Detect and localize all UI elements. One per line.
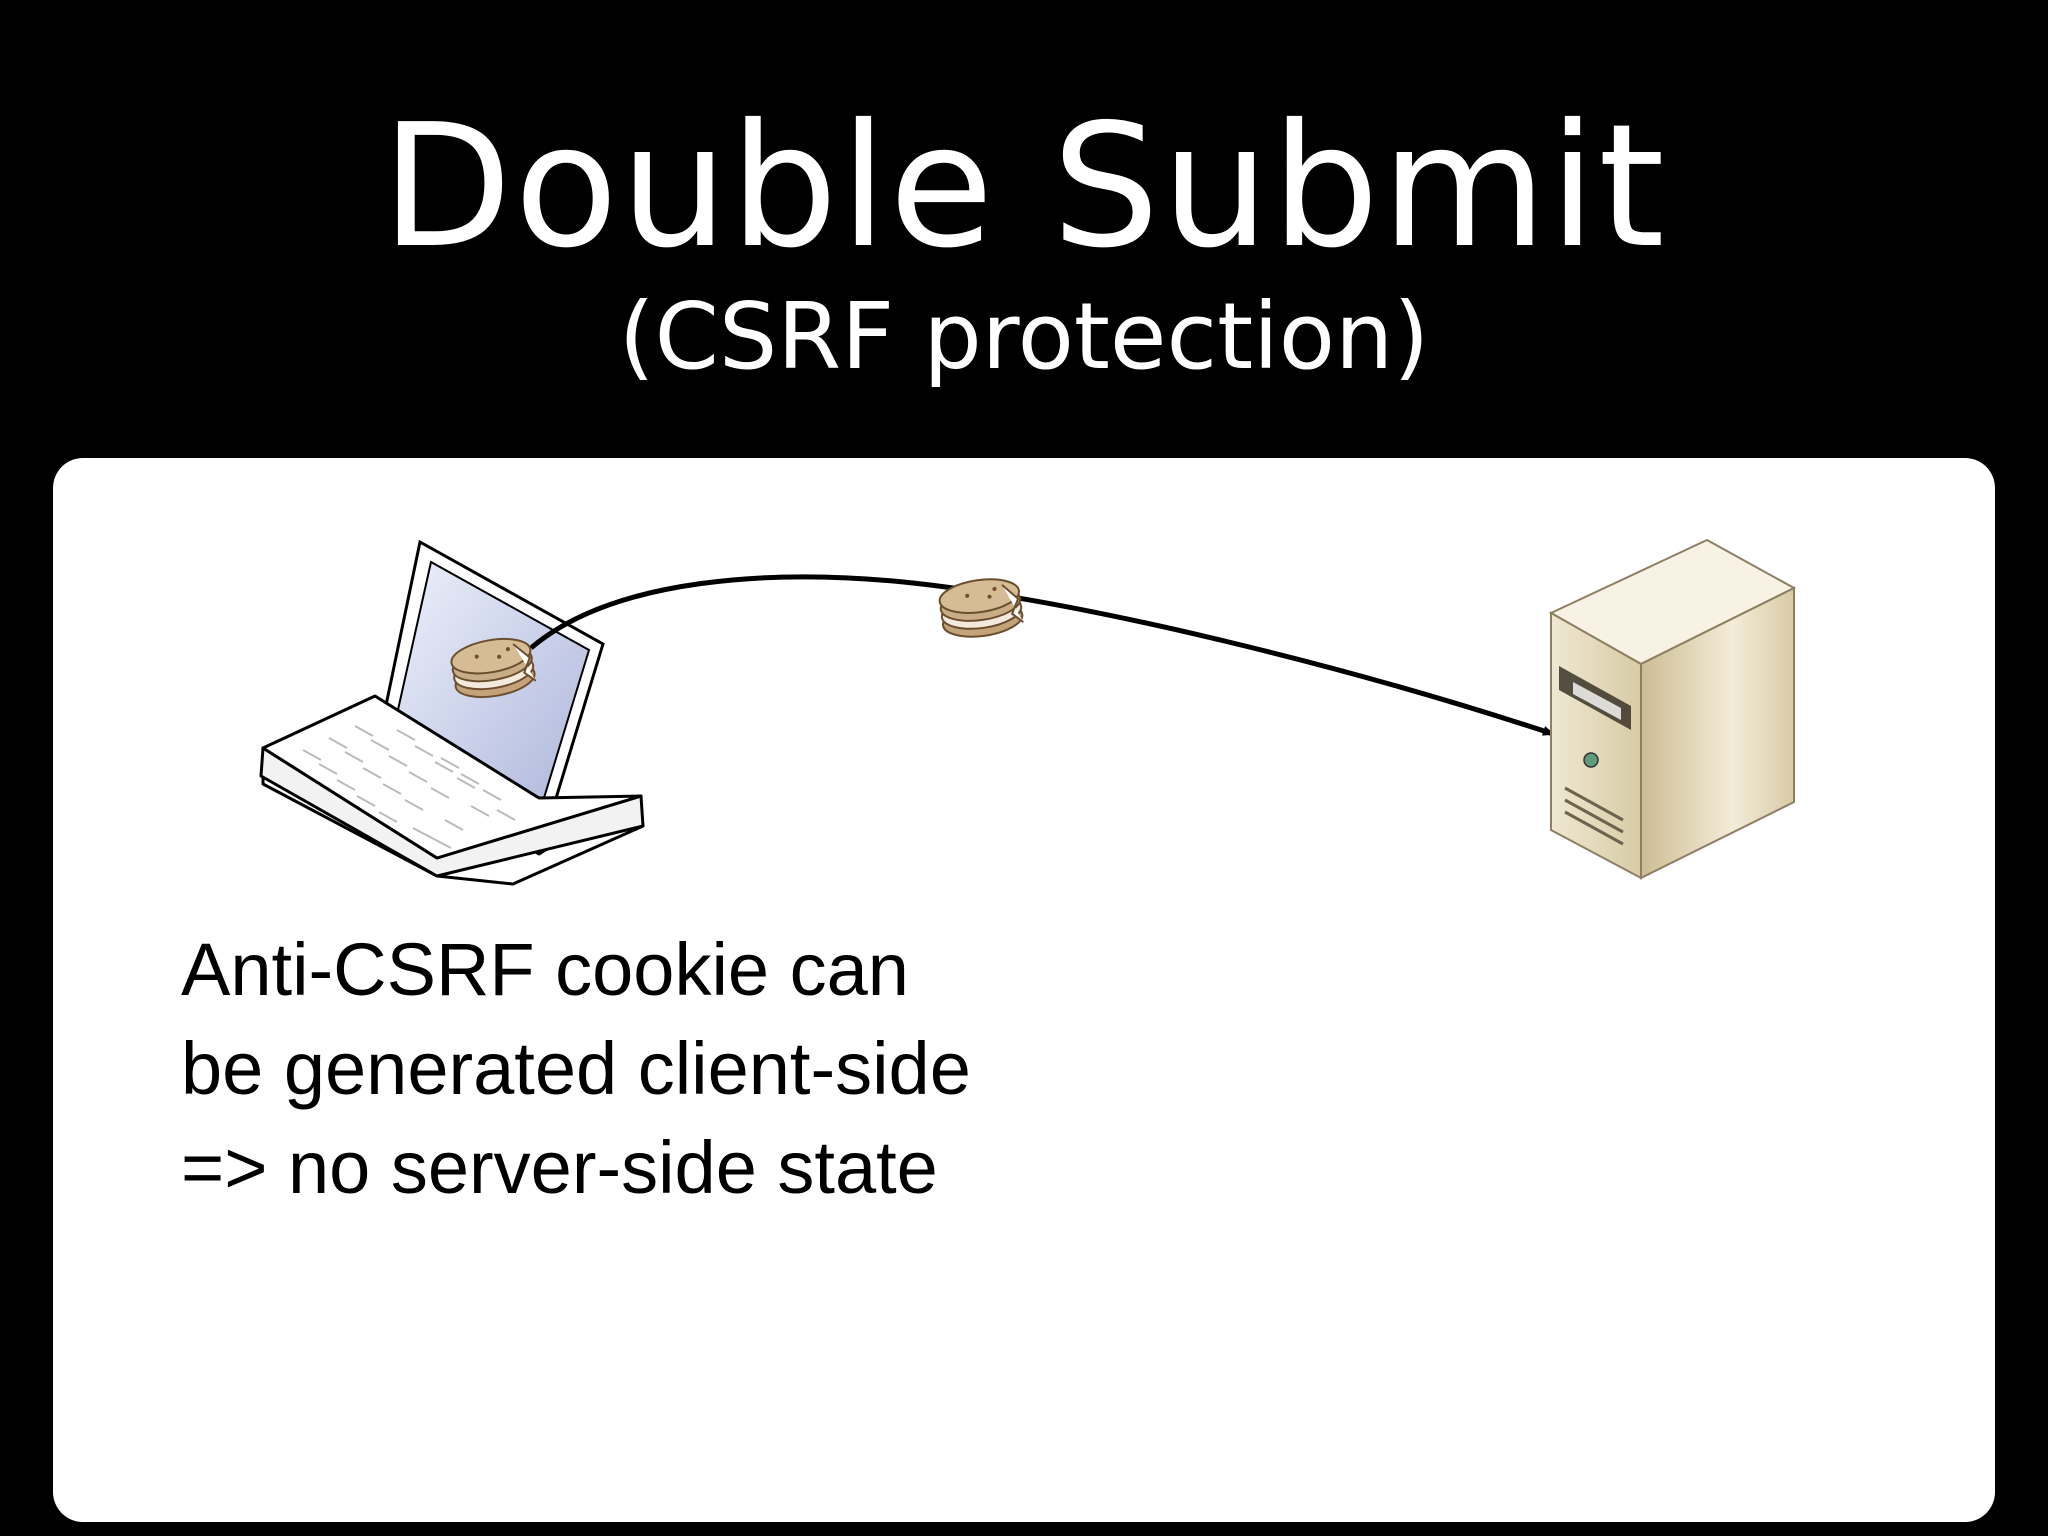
slide-title: Double Submit: [381, 88, 1667, 286]
server-tower-icon: [1548, 538, 1797, 880]
laptop-icon: [259, 539, 645, 886]
caption-line: Anti-CSRF cookie can: [181, 928, 909, 1011]
diagram-panel: Anti-CSRF cookie can be generated client…: [53, 458, 1995, 1522]
slide-subtitle: (CSRF protection): [618, 283, 1430, 390]
caption: Anti-CSRF cookie can be generated client…: [181, 920, 971, 1217]
cookie-icon: [938, 578, 1024, 638]
request-arrow: [529, 574, 1555, 737]
caption-line: be generated client-side: [181, 1027, 971, 1110]
diagram-canvas: [259, 538, 1797, 886]
cookie-icon: [450, 637, 537, 699]
caption-line: => no server-side state: [181, 1126, 938, 1209]
